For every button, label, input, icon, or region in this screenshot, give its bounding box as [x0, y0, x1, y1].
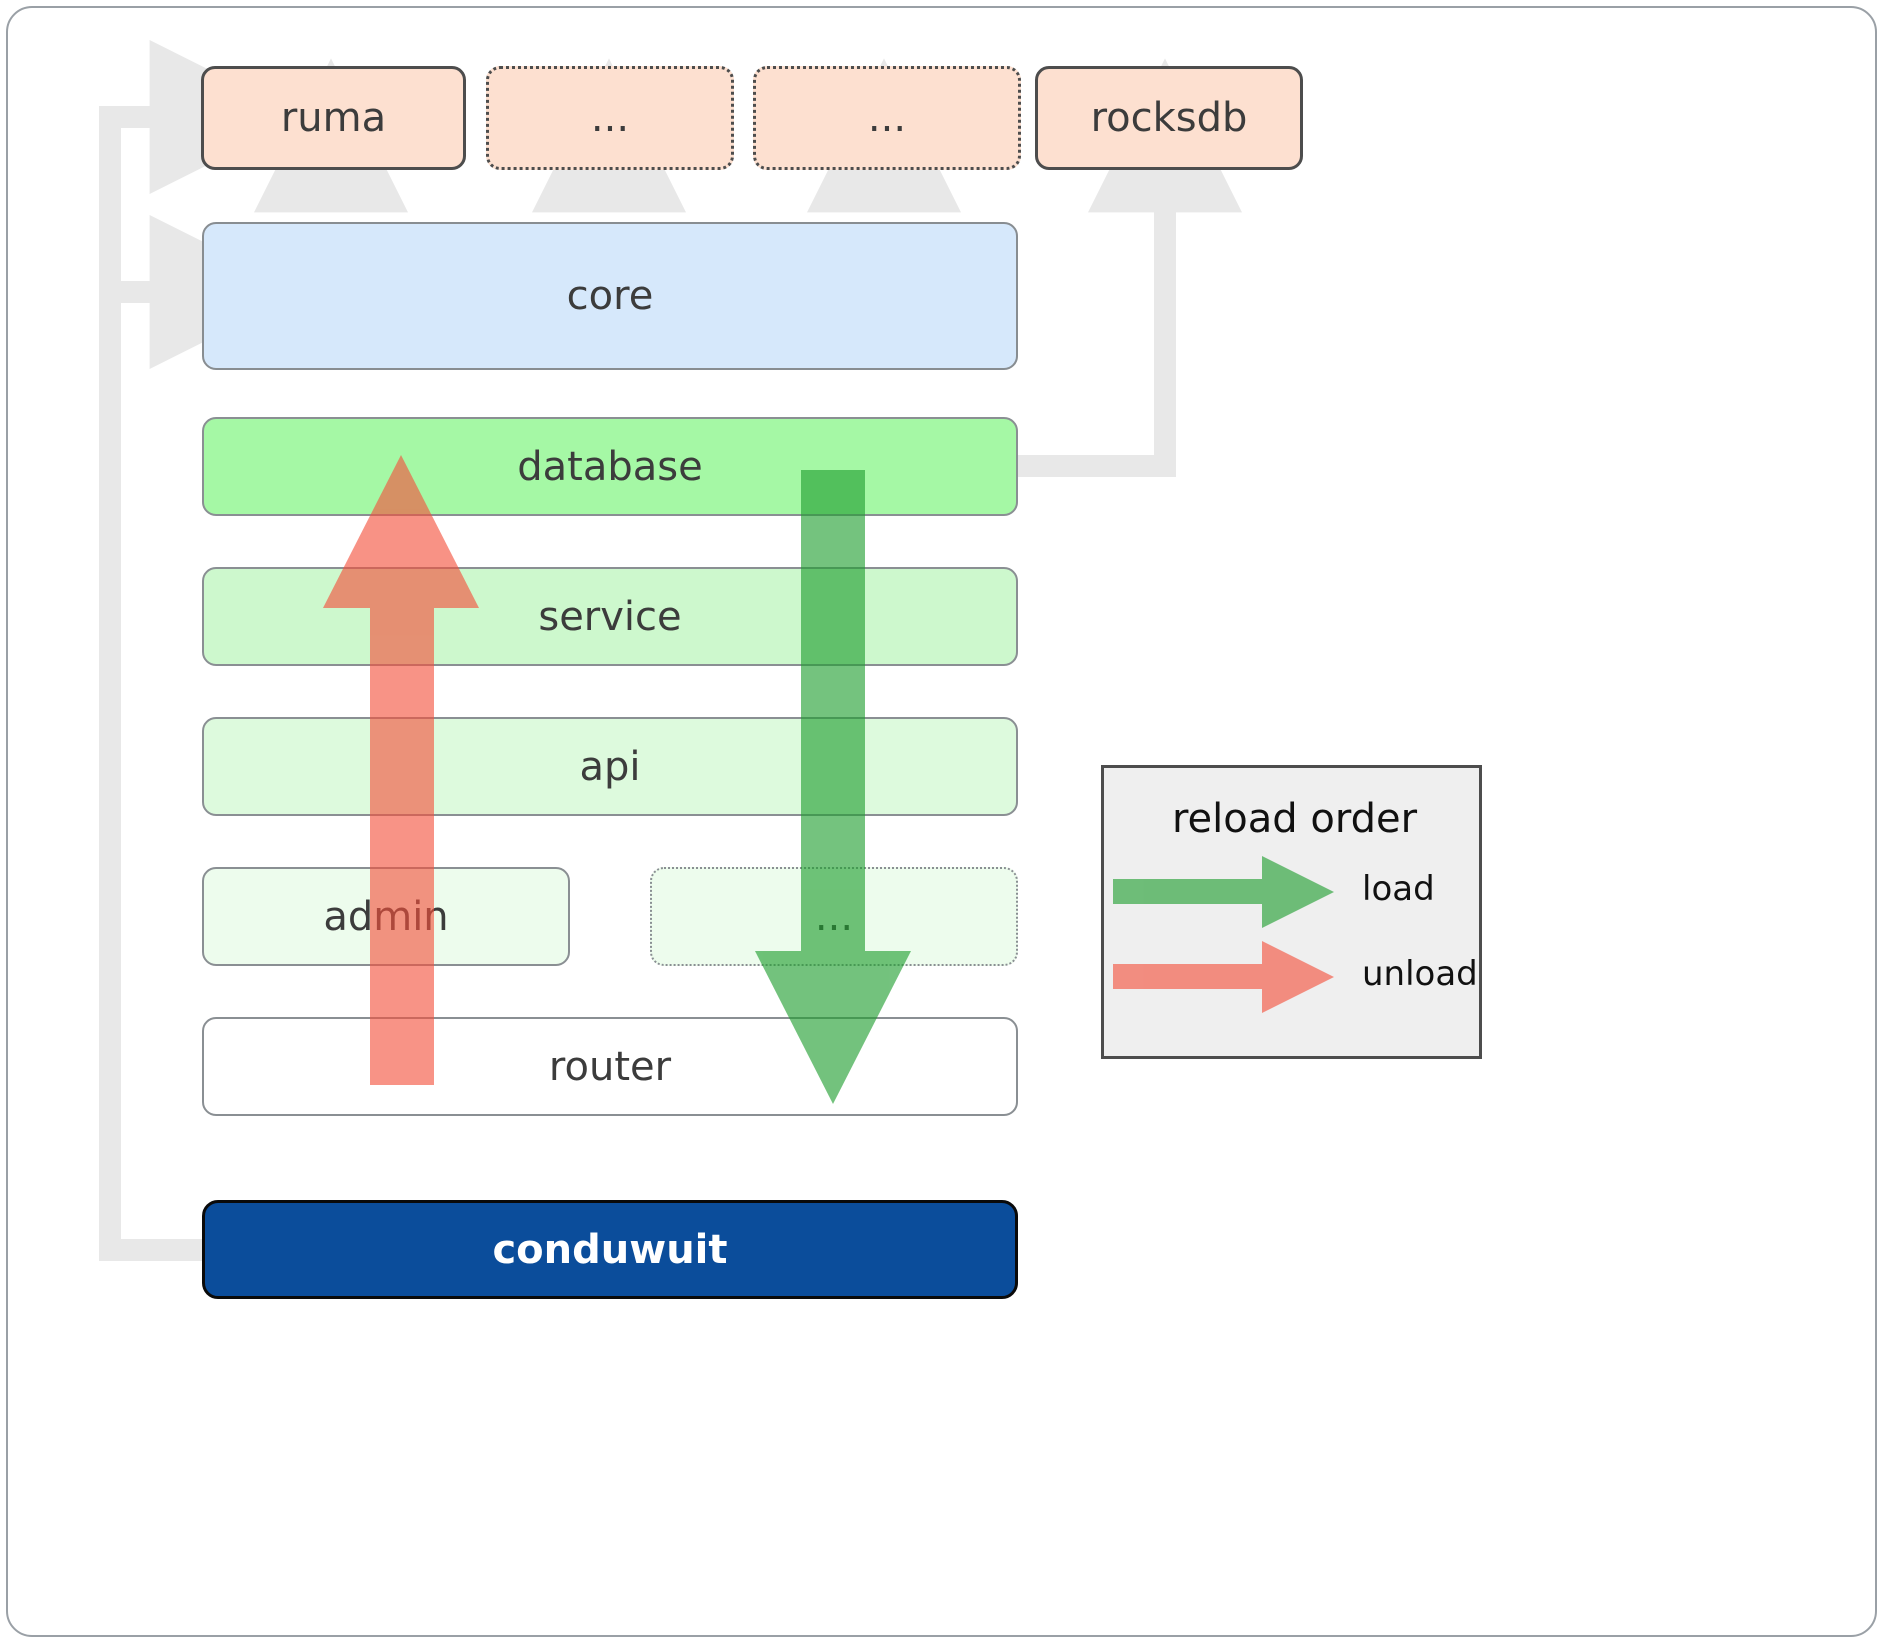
node-ellipsis-2-label: ...	[867, 95, 907, 141]
node-ellipsis-1-label: ...	[590, 95, 630, 141]
node-database[interactable]: database	[202, 417, 1018, 516]
node-database-label: database	[517, 443, 703, 490]
legend-arrow-graphics	[1113, 856, 1334, 1013]
legend-label-load: load	[1362, 869, 1435, 909]
node-router[interactable]: router	[202, 1017, 1018, 1116]
node-ruma[interactable]: ruma	[201, 66, 466, 170]
node-ellipsis-3[interactable]: ...	[650, 867, 1018, 966]
legend-label-unload: unload	[1362, 954, 1478, 994]
node-ellipsis-2[interactable]: ...	[753, 66, 1021, 170]
legend-load-arrow	[1113, 856, 1334, 928]
node-ellipsis-3-label: ...	[814, 893, 854, 940]
connector-conduwuit-to-ruma	[99, 40, 304, 1261]
node-api[interactable]: api	[202, 717, 1018, 816]
node-router-label: router	[548, 1043, 672, 1090]
node-ruma-label: ruma	[280, 95, 387, 141]
node-admin-label: admin	[323, 893, 449, 940]
node-api-label: api	[579, 743, 641, 790]
legend-title: reload order	[1171, 796, 1418, 842]
node-rocksdb-label: rocksdb	[1090, 95, 1248, 141]
legend-unload-arrow	[1113, 941, 1334, 1013]
node-conduwuit[interactable]: conduwuit	[202, 1200, 1018, 1299]
connector-database-to-rocksdb	[1018, 58, 1242, 477]
node-service-label: service	[538, 593, 682, 640]
node-service[interactable]: service	[202, 567, 1018, 666]
node-rocksdb[interactable]: rocksdb	[1035, 66, 1303, 170]
node-conduwuit-label: conduwuit	[492, 1226, 728, 1273]
legend-panel: reload order load unload	[1101, 765, 1482, 1059]
node-core[interactable]: core	[202, 222, 1018, 370]
node-admin[interactable]: admin	[202, 867, 570, 966]
node-core-label: core	[566, 273, 654, 319]
node-ellipsis-1[interactable]: ...	[486, 66, 734, 170]
